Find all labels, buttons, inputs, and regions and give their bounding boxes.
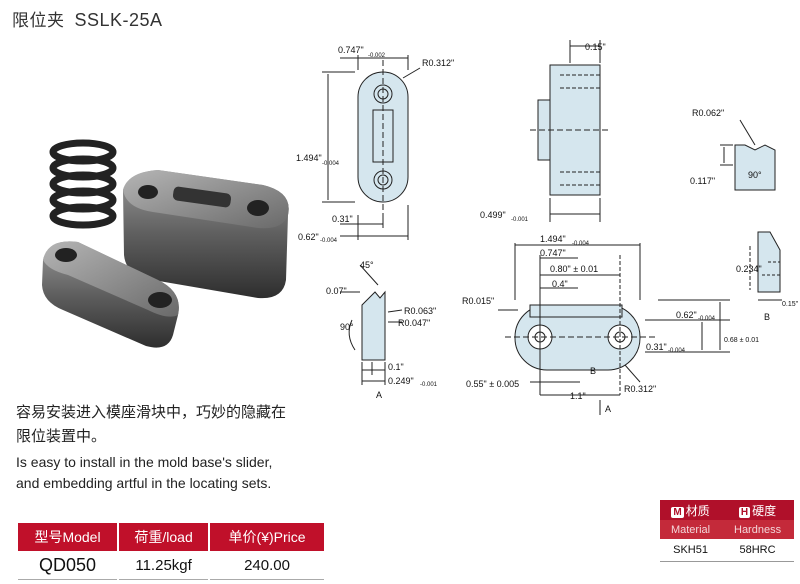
dim-d1-radius: R0.312" — [422, 58, 454, 68]
svg-text:-0.004: -0.004 — [572, 241, 590, 247]
load-value: 11.25kgf — [118, 551, 211, 580]
dim-d4-r2: R0.047" — [398, 318, 430, 328]
price-value: 240.00 — [209, 551, 326, 580]
dim-d4-r1: R0.063" — [404, 306, 436, 316]
product-photo — [42, 139, 289, 348]
svg-text:-0.004: -0.004 — [668, 348, 686, 354]
product-code: SSLK-25A — [74, 10, 163, 30]
block-image — [123, 170, 289, 299]
description-cn: 容易安装进入模座滑块中，巧妙的隐藏在 限位装置中。 — [16, 403, 287, 445]
dim-d3-0117: 0.117" — [690, 176, 715, 186]
dim-d5-a: A — [605, 404, 611, 414]
material-badge: M — [671, 506, 684, 518]
dim-d1-length: 1.494" — [296, 153, 322, 163]
dim-d5-062: 0.62" — [676, 310, 697, 320]
dim-d6-015: 0.15" — [782, 301, 799, 308]
dim-d2-0499: 0.499" — [480, 210, 506, 220]
product-name-cn: 限位夹 — [12, 11, 65, 31]
hardness-label: Hardness — [721, 520, 794, 539]
dim-d4-01: 0.1" — [388, 362, 404, 372]
description-en: Is easy to install in the mold base's sl… — [16, 454, 273, 491]
table-row: QD050 11.25kgf 240.00 — [18, 551, 326, 580]
dim-d5-055: 0.55" ± 0.005 — [466, 379, 519, 389]
dim-d2-015: 0.15" — [585, 42, 606, 52]
dim-d1-031: 0.31" — [332, 214, 353, 224]
dim-d4-90: 90° — [340, 322, 354, 332]
dim-d4-45: 45° — [360, 260, 374, 270]
dim-d3-angle: 90° — [748, 170, 762, 180]
dim-d5-b: B — [590, 366, 596, 376]
dim-d5-r015: R0.015" — [462, 296, 494, 306]
svg-text:-0.004: -0.004 — [320, 238, 338, 244]
dim-d5-r312: R0.312" — [624, 384, 656, 394]
dim-d5-068: 0.68 ± 0.01 — [724, 337, 759, 344]
material-label: Material — [660, 520, 722, 539]
svg-text:-0.002: -0.002 — [368, 53, 386, 59]
dim-d5-1494: 1.494" — [540, 234, 566, 244]
dim-d4-007: 0.07" — [326, 286, 347, 296]
dim-d5-080: 0.80" ± 0.01 — [550, 264, 598, 274]
dim-d4-0249: 0.249" — [388, 376, 414, 386]
dim-d6-b: B — [764, 312, 770, 322]
header-load: 荷重/load — [118, 523, 211, 551]
dim-d5-0747: 0.747" — [540, 248, 566, 258]
svg-text:-0.004: -0.004 — [698, 316, 716, 322]
page-title: 限位夹 SSLK-25A — [12, 6, 163, 31]
svg-text:-0.004: -0.004 — [322, 161, 340, 167]
dim-d5-04: 0.4" — [552, 279, 568, 289]
dim-d5-031: 0.31" — [646, 342, 667, 352]
dim-d1-width: 0.747" — [338, 45, 364, 55]
spring-image — [49, 139, 117, 229]
header-model: 型号Model — [18, 523, 120, 551]
material-value: SKH51 — [660, 539, 722, 562]
hardness-value: 58HRC — [721, 539, 794, 562]
spec-table: 型号Model 荷重/load 单价(¥)Price QD050 11.25kg… — [18, 523, 326, 580]
dim-d3-radius: R0.062" — [692, 108, 724, 118]
hardness-badge: H — [738, 506, 751, 518]
dim-d1-062: 0.62" — [298, 232, 319, 242]
dim-d6-0234: 0.234" — [736, 264, 762, 274]
svg-text:-0.001: -0.001 — [511, 217, 529, 223]
svg-text:-0.001: -0.001 — [420, 382, 438, 388]
model-value: QD050 — [18, 551, 120, 580]
dim-d5-11: 1.1" — [570, 391, 586, 401]
clip-image — [42, 241, 179, 348]
header-price: 单价(¥)Price — [209, 523, 326, 551]
dim-d4-a: A — [376, 390, 382, 400]
